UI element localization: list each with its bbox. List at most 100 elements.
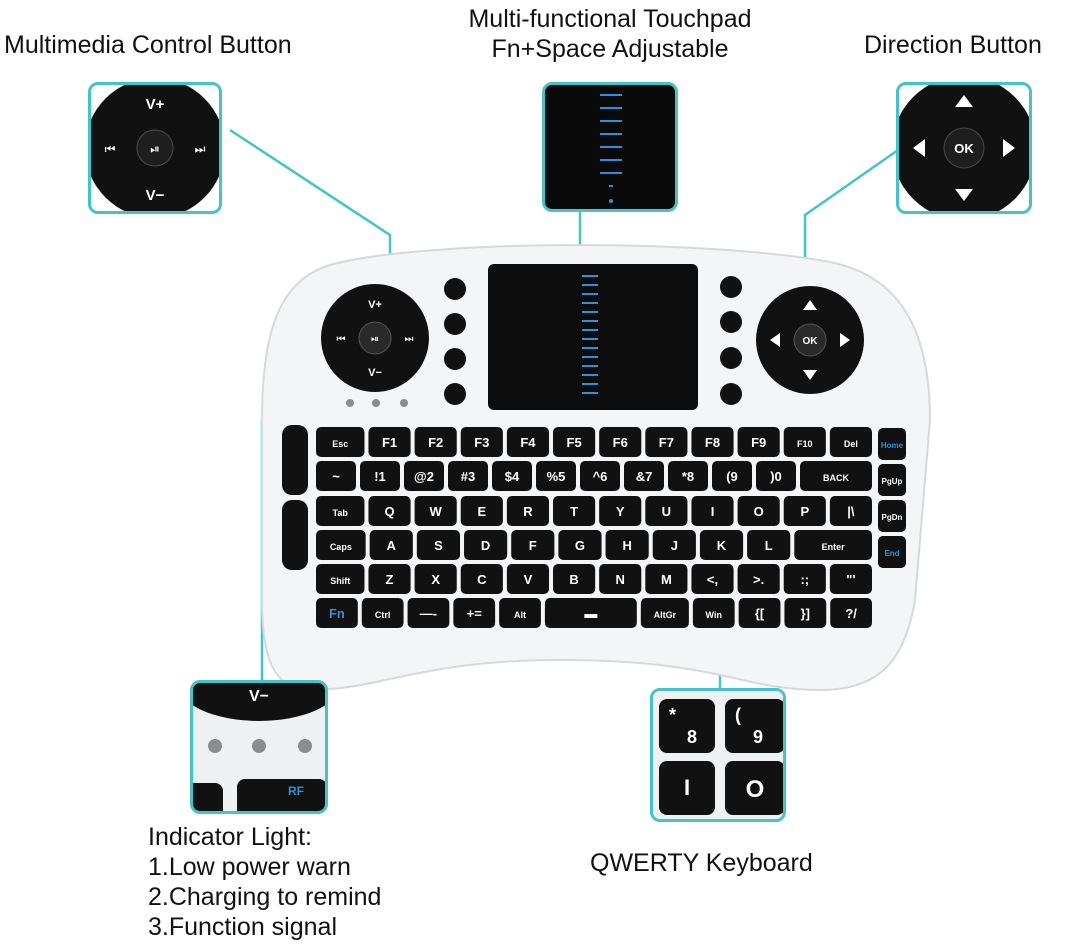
indicator-item-3: 3.Function signal — [148, 913, 338, 941]
kb-next-icon: ⏭ — [405, 334, 414, 345]
key: |\ — [829, 496, 872, 526]
key: >. — [737, 564, 780, 594]
hotkey-ie-icon — [720, 347, 742, 369]
key: += — [453, 598, 496, 628]
key: <, — [691, 564, 734, 594]
key-label: F10 — [797, 439, 813, 449]
key: (9 — [712, 461, 752, 491]
touchpad-scroll-marks — [582, 275, 598, 394]
key-label: *8 — [682, 469, 694, 484]
key: —- — [407, 598, 450, 628]
key: F5 — [553, 427, 596, 457]
key: H — [605, 530, 649, 560]
key: E — [460, 496, 503, 526]
key-label: :; — [800, 572, 809, 587]
key: A — [369, 530, 413, 560]
label-touchpad-line2: Fn+Space Adjustable — [491, 35, 729, 63]
key-label: "' — [846, 572, 855, 587]
key: F3 — [460, 427, 503, 457]
indicator-title: Indicator Light: — [148, 823, 312, 851]
left-click-key — [282, 425, 308, 495]
key-label: B — [569, 572, 578, 587]
key-label: {[ — [755, 606, 765, 621]
key-label: F2 — [428, 435, 443, 450]
key-label: L — [765, 538, 773, 553]
key-9-label: 9 — [753, 727, 763, 747]
key-label: Ctrl — [375, 610, 391, 620]
key: F10 — [783, 427, 826, 457]
key-label: O — [754, 504, 764, 519]
key-label: D — [481, 538, 490, 553]
key: )0 — [756, 461, 796, 491]
key-label: F4 — [520, 435, 536, 450]
detail-touchpad — [542, 82, 678, 212]
key-label: |\ — [847, 504, 855, 519]
kb-vminus-label: V− — [368, 367, 382, 379]
key: D — [464, 530, 508, 560]
kb-ok-label: OK — [803, 336, 819, 347]
label-multimedia: Multimedia Control Button — [4, 31, 292, 59]
key: Ctrl — [361, 598, 404, 628]
key: F9 — [737, 427, 780, 457]
key-label: }] — [801, 606, 810, 621]
key-label: ^6 — [593, 469, 608, 484]
key: G — [558, 530, 602, 560]
key: N — [599, 564, 642, 594]
detail-qwerty: * 8 ( 9 I O — [650, 688, 786, 822]
key-label: (9 — [726, 469, 738, 484]
key: F6 — [599, 427, 642, 457]
key-label: #3 — [461, 469, 475, 484]
key-label: F7 — [659, 435, 674, 450]
key-label: Tab — [333, 508, 349, 518]
key-label: V — [524, 572, 533, 587]
key-label: N — [616, 572, 625, 587]
key: }] — [784, 598, 827, 628]
key-label: —- — [420, 606, 437, 621]
vplus-label: V+ — [146, 96, 165, 113]
key-label: F5 — [567, 435, 582, 450]
key-label: Win — [706, 610, 722, 620]
key-label: F1 — [382, 435, 397, 450]
side-key-label: PgDn — [882, 513, 903, 522]
key: Q — [368, 496, 411, 526]
key-label: A — [387, 538, 397, 553]
hotkey-mute-icon — [444, 348, 466, 370]
key: Fn — [316, 598, 358, 628]
light-charging — [252, 739, 266, 753]
key: Caps — [316, 530, 366, 560]
side-key-label: PgUp — [882, 477, 903, 486]
key: BACK — [800, 461, 872, 491]
key-label: Fn — [329, 606, 345, 621]
prev-track-icon: ⏮ — [105, 142, 116, 156]
light-function — [298, 739, 312, 753]
key: #3 — [448, 461, 488, 491]
key-label: AltGr — [654, 610, 677, 620]
detail-direction: OK — [896, 82, 1032, 214]
key-label: Z — [386, 572, 394, 587]
key-label: += — [467, 606, 483, 621]
key: I — [691, 496, 734, 526]
key-label: K — [717, 538, 727, 553]
key-label: F3 — [474, 435, 489, 450]
key-label: F — [529, 538, 537, 553]
key-o-label: O — [746, 776, 765, 803]
right-click-key — [282, 500, 308, 570]
key-label: Alt — [514, 610, 526, 620]
key-label: E — [477, 504, 486, 519]
key-label: !1 — [374, 469, 386, 484]
label-qwerty: QWERTY Keyboard — [590, 849, 813, 877]
key-label: %5 — [547, 469, 566, 484]
key: &7 — [624, 461, 664, 491]
key-8-label: 8 — [687, 727, 697, 747]
key: C — [460, 564, 503, 594]
side-key: Home — [878, 428, 906, 460]
hotkey-search-icon — [720, 276, 742, 298]
key: !1 — [360, 461, 400, 491]
key: K — [699, 530, 744, 560]
indicator-lights — [346, 399, 408, 407]
key-label: $4 — [505, 469, 520, 484]
key: @2 — [404, 461, 444, 491]
key: T — [553, 496, 596, 526]
key: $4 — [492, 461, 532, 491]
key: *8 — [668, 461, 708, 491]
